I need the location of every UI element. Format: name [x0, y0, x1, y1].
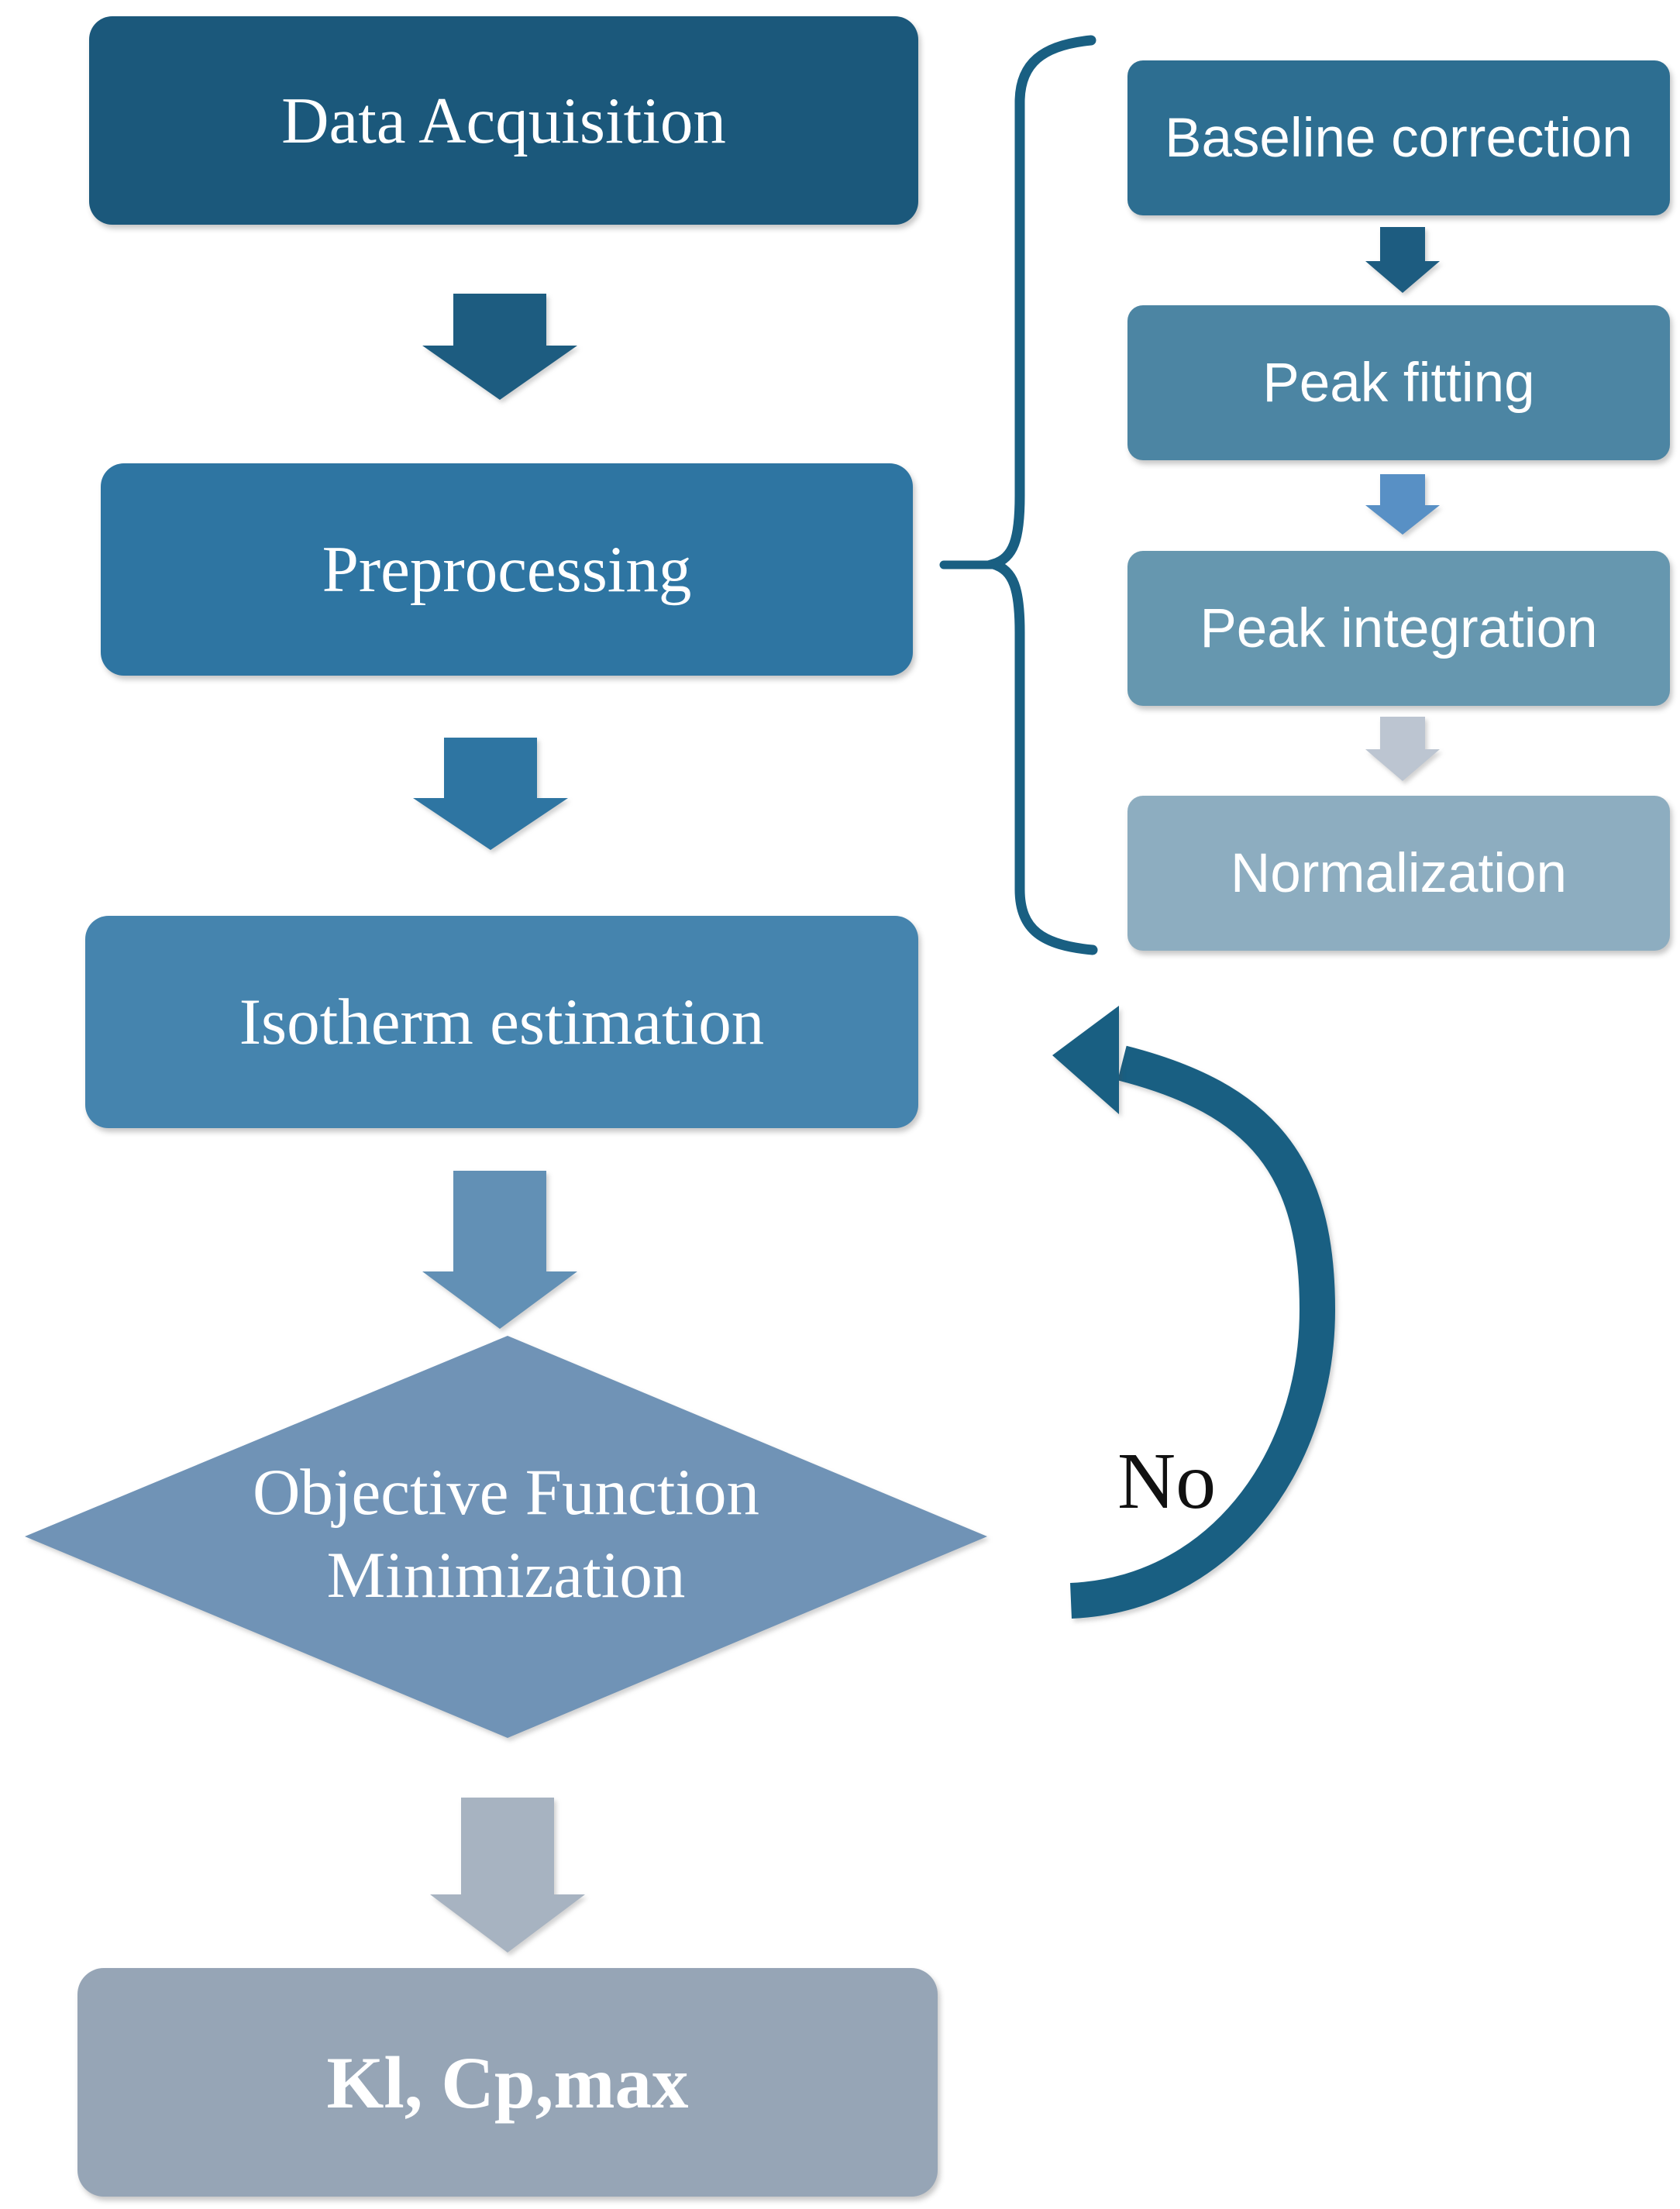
down-arrow-icon [1365, 227, 1440, 293]
substep-label: Normalization [1230, 842, 1568, 904]
down-arrow-icon [422, 1171, 577, 1329]
substep-label: Peak integration [1200, 597, 1598, 659]
substep-label: Baseline correction [1165, 107, 1633, 169]
no-loop-arrow-body [1069, 1045, 1336, 1619]
loop-label-no: No [1117, 1437, 1217, 1526]
no-loop-arrowhead-icon [1052, 1006, 1119, 1114]
step-box-isotherm-estimation: Isotherm estimation [85, 916, 918, 1128]
substep-box-normalization: Normalization [1127, 796, 1670, 951]
substep-box-baseline-correction: Baseline correction [1127, 60, 1670, 215]
down-arrow-icon [422, 294, 577, 400]
down-arrow-icon [1365, 717, 1440, 781]
step-label: Isotherm estimation [239, 986, 765, 1058]
step-label: Data Acquisition [281, 84, 726, 157]
decision-label-objective-function-minimization: Objective Function Minimization [173, 1447, 839, 1621]
step-box-data-acquisition: Data Acquisition [89, 16, 918, 225]
down-arrow-icon [1365, 474, 1440, 535]
substep-box-peak-fitting: Peak fitting [1127, 305, 1670, 460]
result-label: Kl, Cp,max [326, 2041, 689, 2124]
substep-label: Peak fitting [1262, 352, 1535, 414]
down-arrow-icon [413, 738, 568, 850]
substep-box-peak-integration: Peak integration [1127, 551, 1670, 706]
step-label: Preprocessing [322, 533, 692, 606]
step-box-preprocessing: Preprocessing [101, 463, 913, 676]
down-arrow-icon [430, 1798, 585, 1953]
curly-brace [976, 35, 1098, 955]
decision-label-text: Objective Function Minimization [253, 1455, 759, 1612]
decision-diamond-shape [25, 1336, 987, 1738]
result-box-kl-cpmax: Kl, Cp,max [77, 1968, 938, 2197]
